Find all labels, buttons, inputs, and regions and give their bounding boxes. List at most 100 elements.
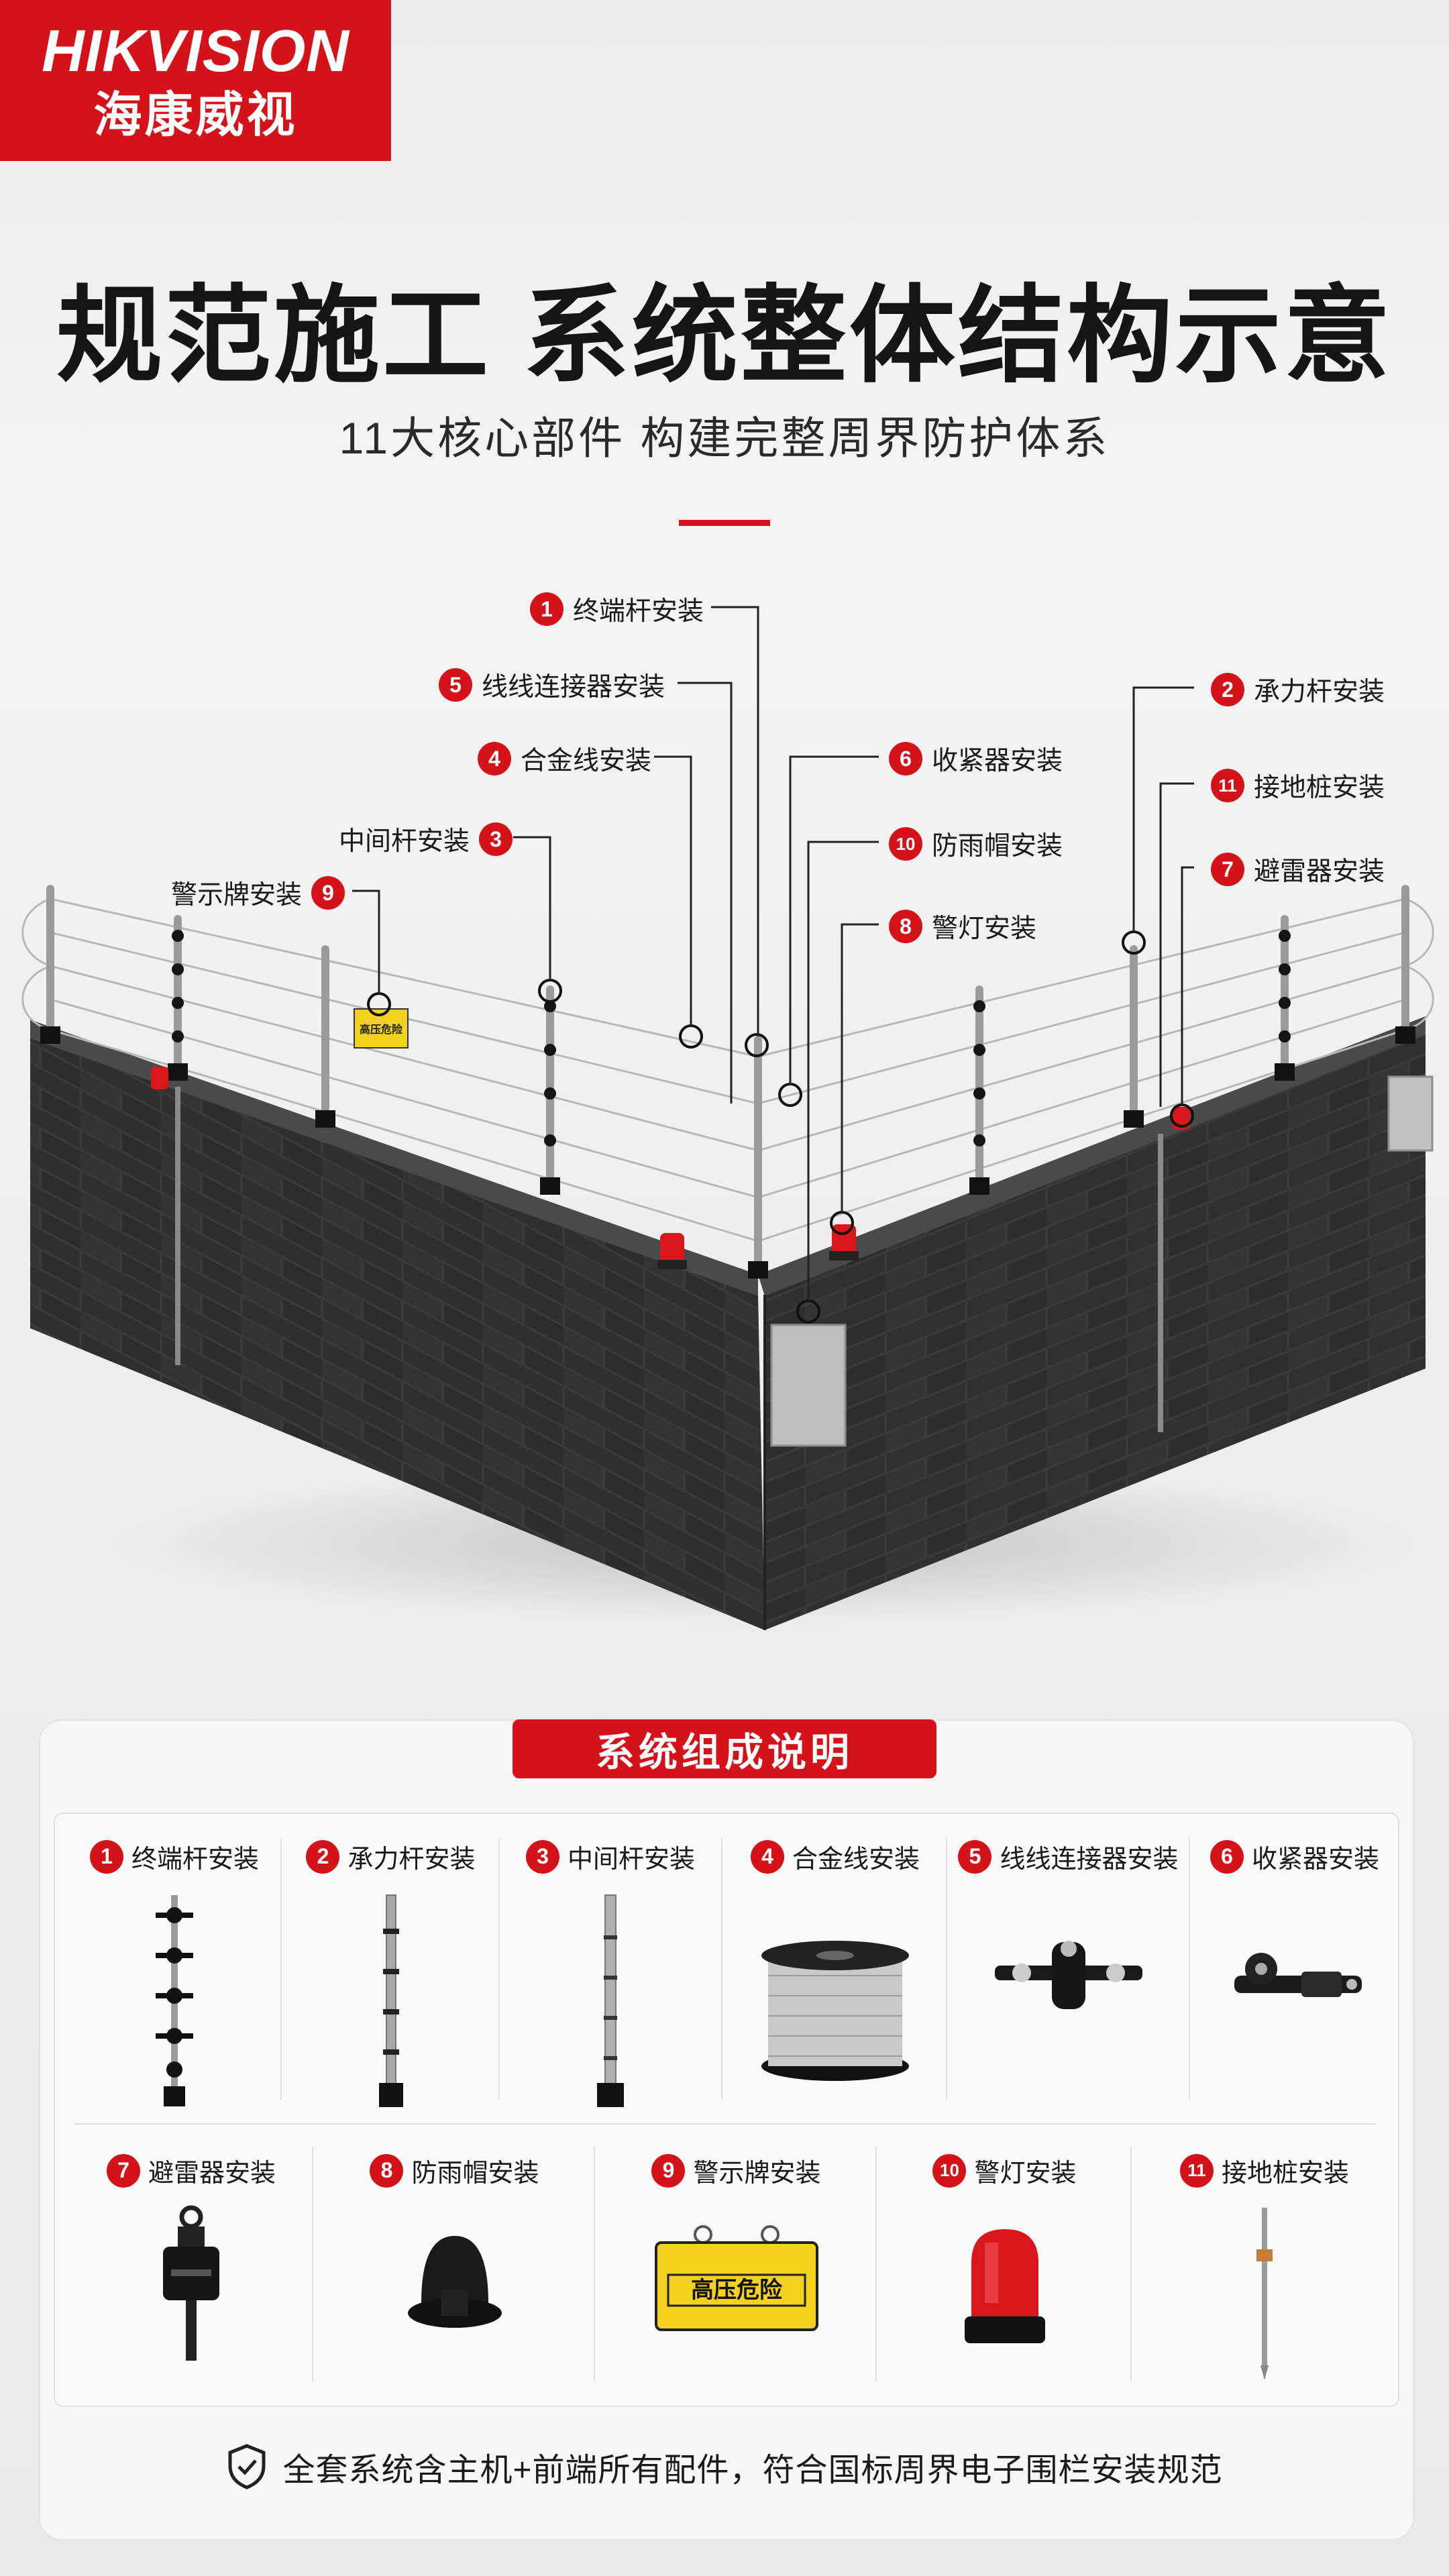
- component-intermediate-pole: 3 中间杆安装: [503, 1838, 718, 2110]
- footer-note: 全套系统含主机+前端所有配件，符合国标周界电子围栏安装规范: [0, 2443, 1449, 2490]
- callout-warning-sign: 警示牌安装 9: [171, 874, 345, 912]
- callout-label: 收紧器安装: [932, 747, 1063, 775]
- item-number: 1: [89, 1839, 123, 1874]
- wire-connector-icon: [994, 1941, 1142, 2009]
- callout-label: 承力杆安装: [1254, 678, 1385, 706]
- item-label: 收紧器安装: [1251, 1845, 1379, 1874]
- brand-logo: HIKVISION 海康威视: [0, 0, 391, 161]
- callout-number: 6: [889, 742, 922, 775]
- brick-wall-left: [30, 1036, 765, 1630]
- callout-number: 4: [478, 742, 511, 775]
- item-number: 11: [1179, 2153, 1214, 2188]
- divider: [312, 2147, 313, 2381]
- item-label: 合金线安装: [792, 1845, 920, 1874]
- item-label: 接地桩安装: [1221, 2159, 1349, 2188]
- shield-check-icon: [228, 2444, 266, 2489]
- divider: [498, 1838, 500, 2100]
- divider: [946, 1838, 947, 2100]
- callout-label: 接地桩安装: [1254, 773, 1385, 802]
- divider: [280, 1838, 282, 2100]
- callout-label: 终端杆安装: [573, 597, 704, 626]
- item-number: 7: [106, 2153, 140, 2188]
- item-label: 线线连接器安装: [1000, 1845, 1179, 1874]
- callout-lightning-arrester: 7 避雷器安装: [1211, 851, 1385, 888]
- title-divider: [679, 520, 770, 526]
- item-number: 8: [370, 2153, 404, 2188]
- footer-text: 全套系统含主机+前端所有配件，符合国标周界电子围栏安装规范: [282, 2453, 1223, 2488]
- callout-number: 11: [1211, 769, 1244, 802]
- fence-sign-text: 高压危险: [360, 1023, 403, 1036]
- brick-wall-right: [765, 1033, 1426, 1630]
- callout-strain-pole: 2 承力杆安装: [1211, 671, 1385, 708]
- item-label: 避雷器安装: [148, 2159, 276, 2188]
- brand-name-en: HIKVISION: [42, 17, 350, 84]
- divider: [1130, 2147, 1132, 2381]
- callout-number: 1: [530, 592, 564, 626]
- page-title: 规范施工 系统整体结构示意: [56, 277, 1393, 395]
- item-label: 中间杆安装: [567, 1845, 695, 1874]
- item-number: 2: [306, 1839, 340, 1874]
- item-label: 防雨帽安装: [411, 2159, 539, 2188]
- item-label: 警灯安装: [974, 2159, 1077, 2188]
- ground-rod-icon: [1256, 2208, 1273, 2380]
- callout-number: 7: [1211, 853, 1244, 886]
- callout-label: 避雷器安装: [1254, 857, 1385, 886]
- brand-name-cn: 海康威视: [93, 89, 298, 142]
- callout-number: 3: [479, 822, 513, 856]
- callout-number: 10: [889, 827, 922, 861]
- callout-label: 线线连接器安装: [482, 673, 665, 702]
- warning-light-icon: [964, 2229, 1045, 2343]
- panel-title: 系统组成说明: [513, 1719, 936, 1778]
- terminal-pole-icon: [156, 1895, 193, 2106]
- callout-alloy-wire: 4 合金线安装: [478, 740, 651, 777]
- lightning-arrester-icon: [163, 2205, 219, 2361]
- callout-label: 中间杆安装: [339, 827, 470, 856]
- page-subtitle: 11大核心部件 构建完整周界防护体系: [339, 413, 1110, 463]
- alloy-wire-spool-icon: [761, 1941, 909, 2081]
- item-label: 承力杆安装: [347, 1845, 476, 1874]
- warning-sign-icon: 高压危险: [654, 2225, 818, 2331]
- callout-warning-light: 8 警灯安装: [889, 908, 1036, 945]
- item-number: 4: [750, 1839, 784, 1874]
- callout-rain-cap: 10 防雨帽安装: [889, 825, 1063, 863]
- item-number: 5: [958, 1839, 992, 1874]
- item-number: 10: [932, 2153, 967, 2188]
- divider: [594, 2147, 595, 2381]
- rain-cap-icon: [407, 2236, 502, 2328]
- callout-label: 合金线安装: [521, 747, 652, 775]
- callout-terminal-pole: 1 终端杆安装: [530, 590, 704, 628]
- divider: [721, 1838, 722, 2100]
- divider: [1189, 1838, 1190, 2100]
- component-wire-connector: 5 线线连接器安装: [953, 1838, 1184, 2036]
- tensioner-icon: [1234, 1953, 1362, 1997]
- item-number: 3: [525, 1839, 559, 1874]
- component-lightning-arrester: 7 避雷器安装: [74, 2152, 309, 2370]
- callout-wire-connector: 5 线线连接器安装: [439, 666, 665, 704]
- intermediate-pole-icon: [597, 1894, 624, 2107]
- callout-ground-rod: 11 接地桩安装: [1211, 767, 1385, 804]
- component-terminal-pole: 1 终端杆安装: [74, 1838, 275, 2110]
- divider: [875, 2147, 877, 2381]
- warning-sign-text: 高压危险: [691, 2277, 783, 2303]
- divider: [74, 2123, 1377, 2125]
- callout-number: 9: [311, 876, 345, 910]
- callout-number: 5: [439, 668, 472, 702]
- callout-intermediate-pole: 中间杆安装 3: [339, 820, 513, 858]
- callout-number: 8: [889, 910, 922, 943]
- callout-number: 2: [1211, 673, 1244, 706]
- fence-diagram: 高压危险: [21, 606, 1434, 1630]
- item-label: 警示牌安装: [693, 2159, 821, 2188]
- item-number: 6: [1210, 1839, 1244, 1874]
- item-label: 终端杆安装: [131, 1845, 259, 1874]
- callout-label: 警灯安装: [932, 914, 1037, 943]
- callout-label: 警示牌安装: [171, 881, 303, 910]
- item-number: 9: [651, 2153, 686, 2188]
- callout-tensioner: 6 收紧器安装: [889, 740, 1063, 777]
- component-alloy-wire: 4 合金线安装: [728, 1838, 943, 2090]
